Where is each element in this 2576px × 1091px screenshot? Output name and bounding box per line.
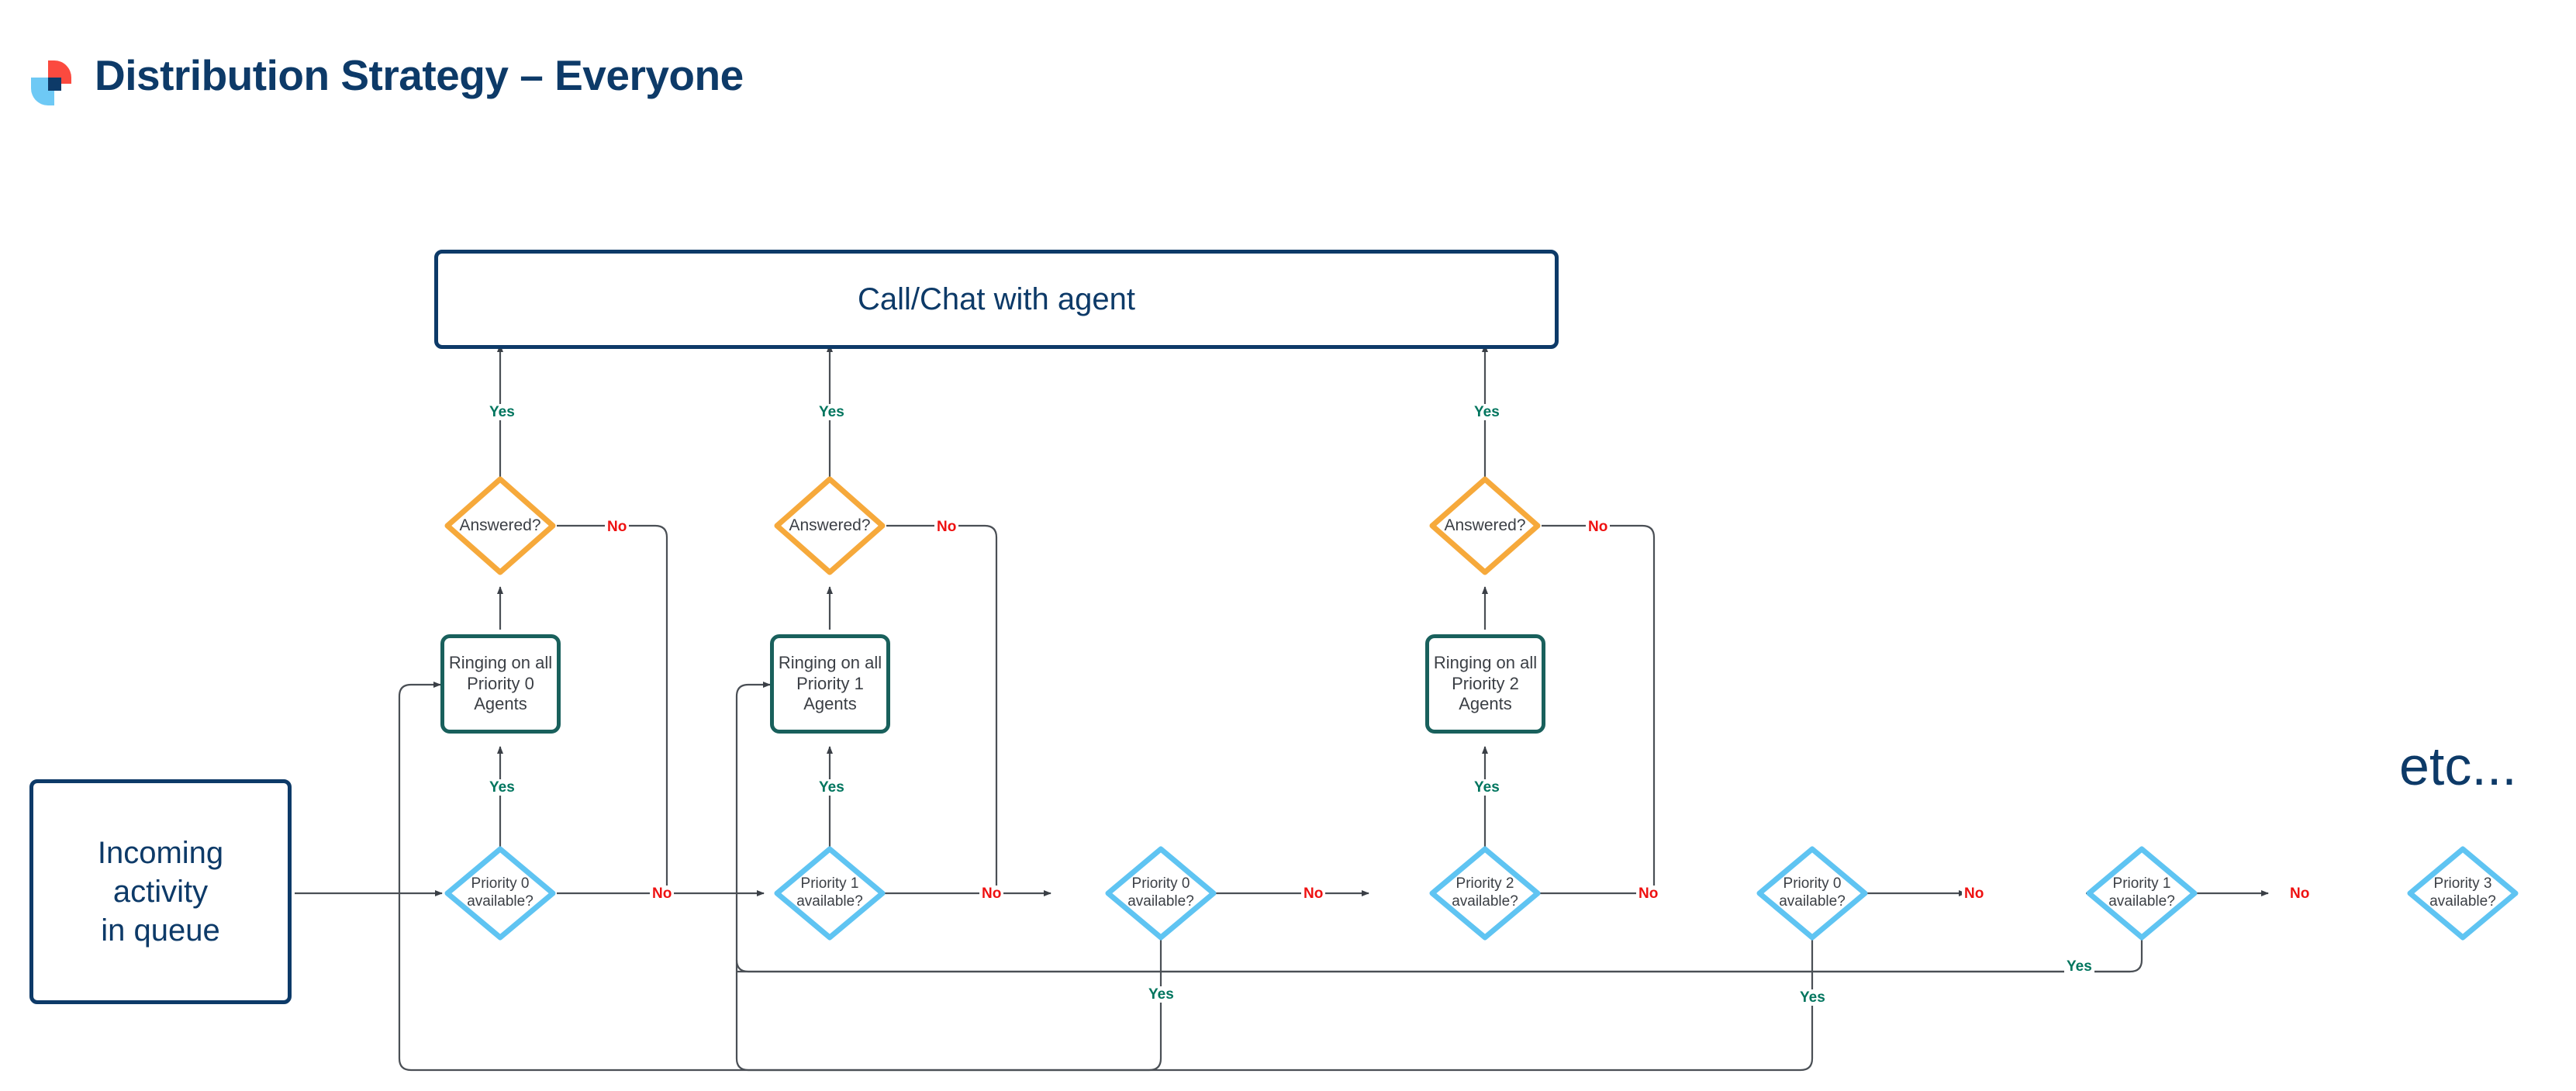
page-title: Distribution Strategy – Everyone — [95, 51, 744, 99]
page-header: Distribution Strategy – Everyone — [0, 0, 2576, 155]
edge-label-decision-0-yes-up: Yes — [487, 779, 517, 796]
edge-label-answered-0-yes: Yes — [487, 404, 517, 420]
decision-priority-1-available-a[interactable]: Priority 1 available? — [773, 845, 886, 941]
edge-label-answered-0-no: No — [605, 519, 630, 535]
edge-label-decision-1-yes-up: Yes — [817, 779, 847, 796]
decision-priority-0-available-a[interactable]: Priority 0 available? — [444, 845, 557, 941]
edge-label-decision-0-no: No — [650, 886, 675, 902]
decision-answered-1[interactable]: Answered? — [773, 475, 886, 576]
decision-priority-1-available-b[interactable]: Priority 1 available? — [2085, 845, 2198, 941]
start-label-line-1: Incoming — [97, 836, 224, 870]
edge-label-decision-2-no: No — [1301, 886, 1326, 902]
edge-label-answered-1-no: No — [934, 519, 959, 535]
start-label-line-2: activity — [112, 875, 209, 909]
terminal-call-chat-with-agent[interactable]: Call/Chat with agent — [434, 250, 1559, 349]
ringing-priority-1-agents[interactable]: Ringing on all Priority 1 Agents — [770, 634, 890, 734]
edge-label-decision-5-yes-down: Yes — [2064, 958, 2094, 975]
brand-logo-icon — [31, 60, 71, 105]
ringing-2-line-3: Agents — [1459, 694, 1512, 714]
edge-label-decision-3-yes-up: Yes — [1472, 779, 1502, 796]
decision-priority-0-available-b[interactable]: Priority 0 available? — [1104, 845, 1217, 941]
decision-answered-2[interactable]: Answered? — [1428, 475, 1542, 576]
decision-priority-3-available[interactable]: Priority 3 available? — [2406, 845, 2519, 941]
ringing-0-line-3: Agents — [474, 694, 527, 714]
ringing-2-line-1: Ringing on all — [1433, 653, 1538, 673]
edge-label-decision-5-no: No — [2288, 886, 2312, 902]
ringing-1-line-1: Ringing on all — [778, 653, 882, 673]
etc-annotation: etc... — [2399, 736, 2517, 796]
start-incoming-activity-in-queue[interactable]: Incoming activity in queue — [29, 779, 292, 1004]
edge-label-decision-4-yes-down: Yes — [1797, 989, 1828, 1006]
ringing-1-line-3: Agents — [803, 694, 857, 714]
terminal-label: Call/Chat with agent — [858, 282, 1135, 316]
edge-label-decision-1-no: No — [979, 886, 1004, 902]
ringing-1-line-2: Priority 1 — [796, 673, 864, 693]
edge-label-decision-2-yes-down: Yes — [1146, 986, 1176, 1003]
edge-label-answered-1-yes: Yes — [817, 404, 847, 420]
decision-answered-0[interactable]: Answered? — [444, 475, 557, 576]
ringing-priority-2-agents[interactable]: Ringing on all Priority 2 Agents — [1425, 634, 1545, 734]
ringing-0-line-1: Ringing on all — [448, 653, 553, 673]
ringing-0-line-2: Priority 0 — [467, 673, 534, 693]
decision-priority-2-available[interactable]: Priority 2 available? — [1428, 845, 1542, 941]
start-label-line-3: in queue — [101, 913, 220, 948]
edge-label-answered-2-no: No — [1586, 519, 1611, 535]
edge-label-decision-3-no: No — [1636, 886, 1661, 902]
edge-label-answered-2-yes: Yes — [1472, 404, 1502, 420]
edge-label-decision-4-no: No — [1962, 886, 1987, 902]
decision-priority-0-available-c[interactable]: Priority 0 available? — [1756, 845, 1869, 941]
ringing-priority-0-agents[interactable]: Ringing on all Priority 0 Agents — [440, 634, 561, 734]
ringing-2-line-2: Priority 2 — [1452, 673, 1519, 693]
